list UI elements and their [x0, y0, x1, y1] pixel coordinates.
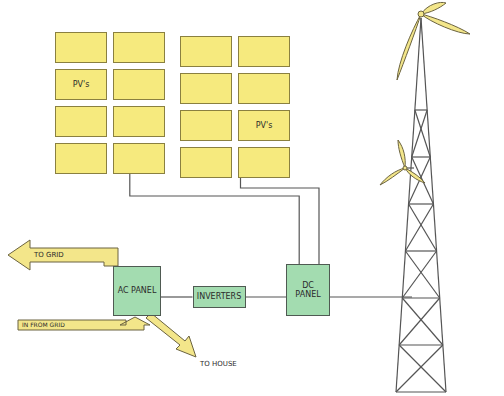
pv-module	[181, 111, 232, 141]
pv-module	[239, 74, 290, 104]
pv-module	[114, 144, 165, 174]
node-text: PV's	[55, 69, 107, 100]
pv-cells	[55, 32, 165, 174]
pv-module	[181, 74, 232, 104]
pv-module	[114, 107, 165, 137]
big-turbine	[397, 2, 470, 80]
pv-array: PV's	[180, 36, 290, 178]
inverter-box: INVERTERS	[193, 286, 246, 308]
from-grid-arrow	[18, 317, 150, 330]
wire-connector	[161, 296, 193, 297]
arrow-label: TO GRID	[34, 249, 64, 261]
pv-module	[56, 107, 107, 137]
arrow-label: IN FROM GRID	[22, 320, 65, 330]
node-text: AC PANEL	[118, 286, 157, 295]
pv-module	[114, 33, 165, 63]
ac-panel: AC PANEL	[113, 266, 161, 316]
arrow-label: TO HOUSE	[200, 358, 237, 370]
pv-module	[56, 70, 107, 100]
node-text: INVERTERS	[197, 292, 241, 301]
pv-array: PV's	[55, 32, 165, 174]
wind-tower	[396, 18, 446, 392]
pv-module	[56, 144, 107, 174]
wire-connector	[241, 178, 320, 264]
pv-module	[114, 70, 165, 100]
dc-panel: DC PANEL	[286, 264, 330, 316]
pv-module	[239, 148, 290, 178]
pv-module	[56, 33, 107, 63]
to-grid-arrow	[8, 240, 118, 270]
pv-module	[239, 37, 290, 67]
pv-module	[239, 111, 290, 141]
small-turbine	[380, 140, 425, 185]
pv-module	[181, 37, 232, 67]
pv-cells	[180, 36, 290, 178]
to-house-arrow	[146, 313, 196, 357]
wire-connector	[246, 296, 287, 297]
pv-module	[181, 148, 232, 178]
node-text: DC PANEL	[289, 281, 327, 299]
node-text: PV's	[238, 110, 290, 141]
